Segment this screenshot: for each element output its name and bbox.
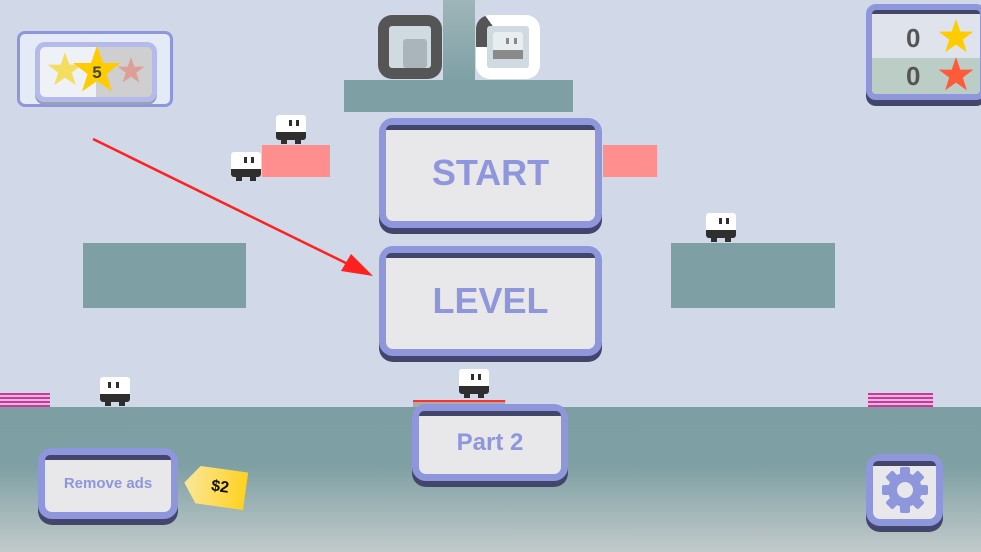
start-button[interactable]: START <box>379 118 602 228</box>
platform-left <box>83 243 246 308</box>
character <box>276 115 306 145</box>
pink-block <box>262 145 330 177</box>
price-label: $2 <box>210 477 231 497</box>
top-platform <box>344 80 573 112</box>
character-mode-button[interactable] <box>476 15 540 79</box>
remove-ads-button[interactable]: Remove ads <box>38 448 178 519</box>
yellow-star-icon <box>938 19 974 53</box>
star-icon <box>117 56 145 83</box>
star-panel: 5 <box>17 31 173 107</box>
star-icon <box>47 52 83 86</box>
block-mode-button[interactable] <box>378 15 442 79</box>
star-icon <box>73 45 121 92</box>
gear-icon <box>881 467 928 513</box>
pillar <box>443 0 475 82</box>
pressure-plate <box>413 400 505 407</box>
score-panel: 0 0 <box>866 4 981 100</box>
spike-strip <box>0 393 50 407</box>
character-icon <box>487 26 529 68</box>
square-block-icon <box>389 26 431 68</box>
part2-button[interactable]: Part 2 <box>412 404 568 481</box>
star-count: 5 <box>92 63 102 82</box>
yellow-star-count: 0 <box>906 23 921 53</box>
character <box>100 377 130 407</box>
platform-right <box>671 243 835 308</box>
character <box>231 152 261 182</box>
character <box>706 213 736 243</box>
settings-button[interactable] <box>866 454 943 526</box>
pink-block <box>603 145 657 177</box>
red-star-count: 0 <box>906 61 921 91</box>
level-button[interactable]: LEVEL <box>379 246 602 356</box>
red-star-icon <box>938 57 974 91</box>
spike-strip <box>868 393 933 407</box>
character <box>459 369 489 399</box>
